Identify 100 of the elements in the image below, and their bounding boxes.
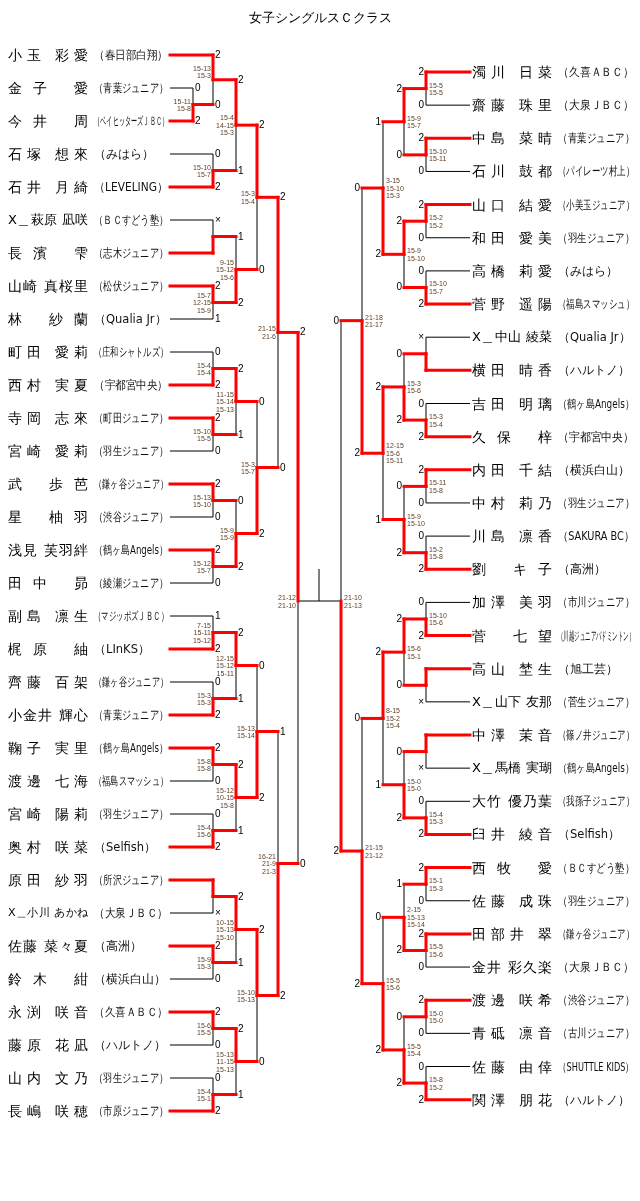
player-name: 佐藤 菜々夏 <box>8 937 88 955</box>
club-name: （羽生ジュニア） <box>94 806 168 822</box>
club-name: （久喜ＡＢＣ） <box>94 1004 168 1020</box>
set-count: 1 <box>238 1089 244 1100</box>
player-name: 中澤 茉音 <box>472 726 552 744</box>
set-count: 2 <box>215 710 221 720</box>
player-name: 町田 愛莉 <box>8 343 88 361</box>
title: 女子シングルスＣクラス <box>248 10 392 26</box>
club-name: （青葉ジュニア） <box>558 130 634 147</box>
set-count: 0 <box>418 962 424 973</box>
set-count: 0 <box>396 149 402 160</box>
set-count: 2 <box>418 464 424 475</box>
set-count: 0 <box>215 149 221 159</box>
set-count: 2 <box>215 50 221 60</box>
club-name: （横浜白山） <box>558 461 630 478</box>
player-name: 青砥 凛音 <box>472 1024 552 1043</box>
set-count: 2 <box>280 990 286 1001</box>
set-count: 2 <box>215 380 221 390</box>
club-name: （ハルトノ） <box>558 362 630 379</box>
set-count: 2 <box>375 249 381 260</box>
club-name: （Selfish） <box>94 839 157 855</box>
set-count: 0 <box>215 776 221 786</box>
club-name: （パイレーツ村上） <box>558 163 634 180</box>
set-count: 0 <box>418 398 424 409</box>
club-name: （鶴ヶ島Angels） <box>94 740 168 756</box>
set-count: 2 <box>215 842 221 852</box>
player-name: 齋藤 珠里 <box>472 96 552 115</box>
club-name: （大泉ＪＢＣ） <box>558 97 634 114</box>
club-name: （鎌ヶ谷ジュニア） <box>558 925 634 942</box>
player-name: 濁川 日菜 <box>472 63 552 81</box>
set-count: 0 <box>215 347 221 357</box>
set-count: 0 <box>280 462 286 473</box>
player-name: 金子 愛 <box>8 79 88 97</box>
club-name: （福島スマッシュ） <box>94 773 168 789</box>
player-name: 菅野 遥陽 <box>472 295 552 314</box>
player-name: 林 紗蘭 <box>8 310 88 328</box>
set-count: 2 <box>396 83 402 94</box>
player-name: 渡邊 七海 <box>8 772 88 790</box>
club-name: （みはら） <box>558 262 618 279</box>
club-name: （羽生ジュニア） <box>94 1070 168 1086</box>
club-name: （鶴ヶ島Angels） <box>558 760 634 777</box>
set-count: 0 <box>215 677 221 687</box>
club-name: （大泉ＪＢＣ） <box>558 959 634 976</box>
set-count: 0 <box>396 348 402 359</box>
set-count: 2 <box>333 846 339 856</box>
set-count: 2 <box>215 545 221 555</box>
player-name: 鈴木 紺 <box>8 970 88 988</box>
set-count: 0 <box>418 232 424 243</box>
set-count: 1 <box>375 116 381 127</box>
player-name: X＿小川 あかね <box>8 905 88 921</box>
club-name: （ＢＣすどう塾） <box>94 212 168 228</box>
set-count: 2 <box>215 743 221 753</box>
set-count: 2 <box>215 1106 221 1116</box>
set-count: 0 <box>259 660 265 671</box>
club-name: （SHUTTLE KIDS） <box>558 1058 634 1075</box>
player-name: 西村 実夏 <box>8 376 88 394</box>
set-count: 1 <box>238 825 244 836</box>
set-count: 0 <box>396 1011 402 1022</box>
club-name: （Qualia Jr） <box>558 329 631 346</box>
club-name: （ＢＣすどう塾） <box>558 859 634 876</box>
set-count: 2 <box>238 363 244 374</box>
set-count: 2 <box>375 381 381 392</box>
set-count: 2 <box>418 299 424 310</box>
set-count: 2 <box>418 928 424 939</box>
player-name: 吉田 明璃 <box>472 394 552 413</box>
set-count: 0 <box>215 1040 221 1050</box>
player-name: X＿中山 綾菜 <box>472 328 552 347</box>
club-name: （綾瀬ジュニア） <box>94 575 168 591</box>
club-name: （高洲） <box>558 561 606 578</box>
player-name: 金井 彩久楽 <box>472 958 552 977</box>
set-count: 2 <box>238 561 244 572</box>
set-count: 0 <box>418 100 424 111</box>
set-count: 0 <box>300 858 306 869</box>
club-name: （横浜白山） <box>94 971 166 987</box>
club-name: （SAKURA BC） <box>558 528 634 545</box>
club-name: （渋谷ジュニア） <box>94 509 168 525</box>
set-count: 2 <box>215 281 221 291</box>
club-name: （市原ジュニア） <box>94 1103 168 1119</box>
player-name: 大竹 優乃葉 <box>472 792 552 811</box>
set-count: 2 <box>215 413 221 423</box>
set-count: 2 <box>396 812 402 823</box>
player-name: 佐藤 成珠 <box>472 891 552 910</box>
club-name: （鶴ヶ島Angels） <box>94 542 168 558</box>
set-count: 2 <box>259 792 265 803</box>
player-name: 副島 凛生 <box>8 607 88 625</box>
club-name: （所沢ジュニア） <box>94 872 168 888</box>
club-name: （Qualia Jr） <box>94 311 167 327</box>
set-count: 0 <box>215 974 221 984</box>
player-name: 佐藤 由倖 <box>472 1057 552 1076</box>
player-name: 中村 莉乃 <box>472 493 552 512</box>
player-name: 藤原 花凪 <box>8 1036 88 1054</box>
player-name: X＿馬橋 実瑚 <box>472 759 552 778</box>
player-name: 石井 月綺 <box>8 178 88 196</box>
club-name: （大泉ＪＢＣ） <box>94 905 168 921</box>
club-name: （羽生ジュニア） <box>558 494 634 511</box>
club-name: （ハルトノ） <box>94 1037 166 1053</box>
player-name: 渡邊 咲希 <box>472 991 552 1010</box>
player-name: X＿萩原 凪咲 <box>8 211 88 229</box>
player-name: 星 柚羽 <box>8 508 88 526</box>
club-name: （渋谷ジュニア） <box>558 992 634 1009</box>
